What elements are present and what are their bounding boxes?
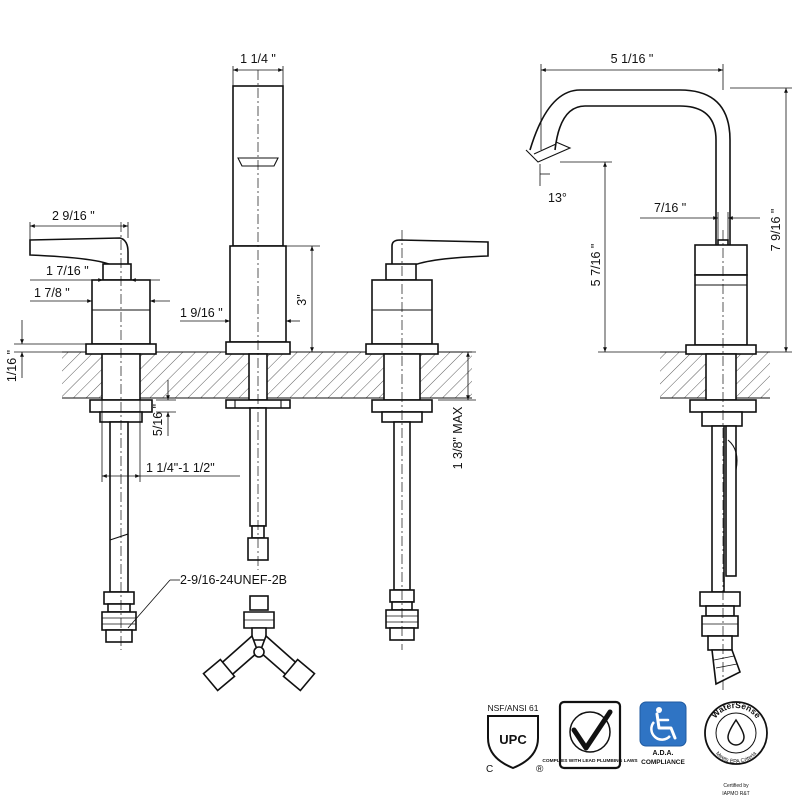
lead-free-badge: COMPLIES WITH LEAD PLUMBING LAWS [542, 700, 638, 770]
right-handle-assembly [365, 230, 489, 650]
watersense-badge: WaterSense Meets EPA Criteria Certified … [704, 700, 768, 797]
watersense-cert-id: IAPMO R&T [722, 791, 750, 797]
ada-line2: COMPLIANCE [641, 759, 685, 766]
side-view-spout [525, 89, 757, 690]
dim-handle-length: 2 9/16 " [52, 209, 95, 223]
wheelchair-icon [650, 707, 677, 741]
dim-aerator-angle: 13° [548, 191, 567, 205]
left-handle-assembly [29, 222, 157, 650]
dimension-lines [14, 64, 792, 629]
watersense-certified: Certified by [723, 783, 749, 789]
dim-base-height: 3" [295, 294, 309, 305]
ada-badge: A.D.A. COMPLIANCE [639, 701, 687, 766]
dim-deck-thickness: 1 3/8" MAX [451, 406, 465, 469]
upc-badge: NSF/ANSI 61 UPC C ® [486, 703, 544, 775]
upc-nsf-label: NSF/ANSI 61 [487, 703, 538, 713]
dimension-labels: 1 1/4 " 5 1/16 " 7 9/16 " 5 7/16 " 13° 7… [5, 52, 783, 587]
dim-handle-body-lower: 1 7/8 " [34, 286, 70, 300]
checkmark-icon [571, 709, 613, 751]
dim-total-height: 7 9/16 " [769, 209, 783, 252]
dim-spout-reach: 5 1/16 " [611, 52, 654, 66]
dim-shank-length: 5/16 " [151, 404, 165, 436]
dim-hole-diameter: 1 1/4"-1 1/2" [146, 461, 215, 475]
upc-icon [487, 715, 539, 770]
upc-letters: UPC [499, 732, 527, 747]
lead-free-text: COMPLIES WITH LEAD PLUMBING LAWS [542, 758, 638, 764]
dim-handle-body-upper: 1 7/16 " [46, 264, 89, 278]
dim-spout-neck: 7/16 " [654, 201, 686, 215]
upc-c-mark: C [486, 764, 493, 775]
watersense-drop-icon [727, 718, 745, 746]
ada-line1: A.D.A. [653, 750, 674, 757]
dim-base-width: 1 9/16 " [180, 306, 223, 320]
center-spout-front [225, 70, 291, 570]
y-connector [202, 595, 316, 692]
dim-spout-width: 1 1/4 " [240, 52, 276, 66]
upc-r-mark: ® [536, 764, 544, 775]
dim-base-thickness: 1/16 " [5, 350, 19, 382]
dim-spout-height: 5 7/16 " [589, 244, 603, 287]
dim-connector-thread: 2-9/16-24UNEF-2B [180, 573, 287, 587]
